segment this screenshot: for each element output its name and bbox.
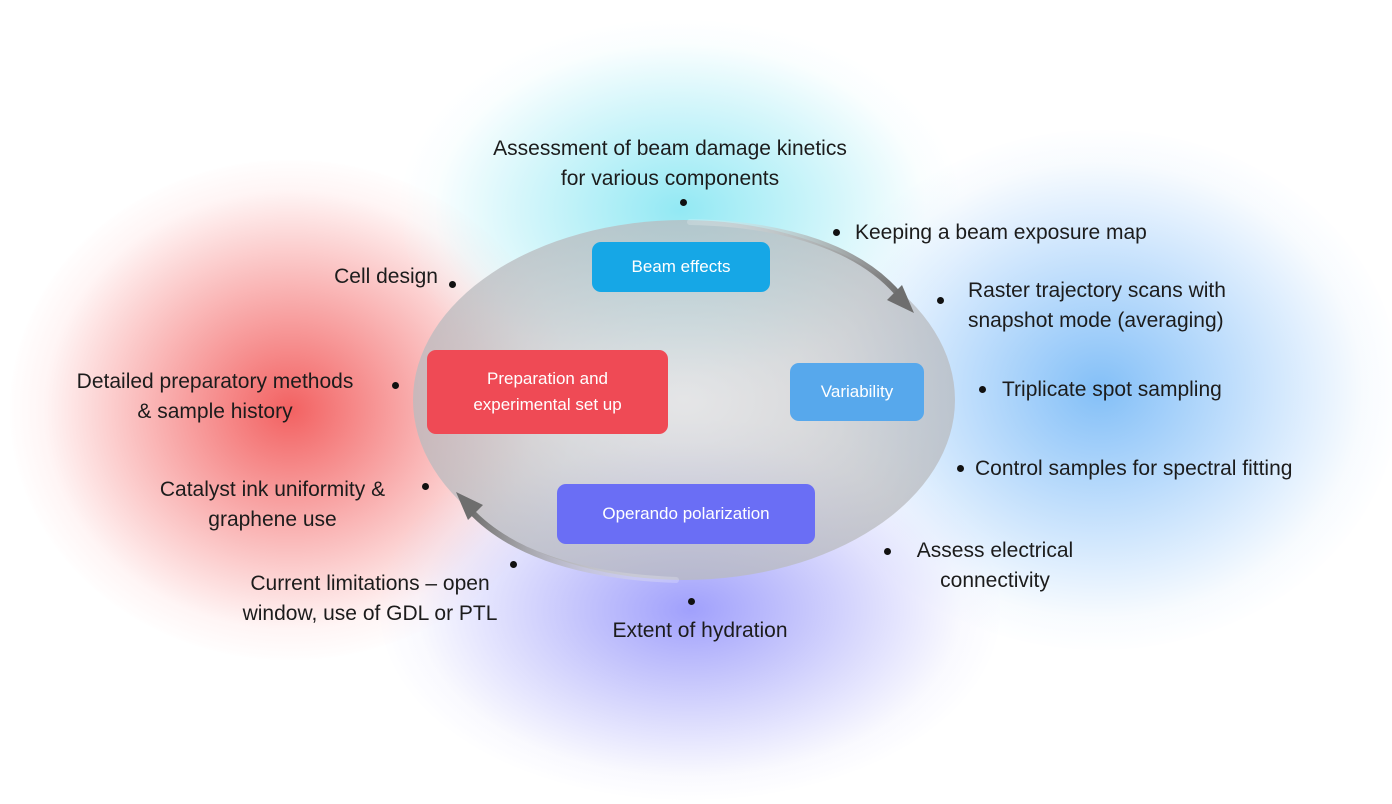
beam-effects-box: Beam effects — [592, 242, 770, 292]
bullet-dot — [957, 465, 964, 472]
hydration-label: Extent of hydration — [612, 619, 788, 642]
catalyst-line2: graphene use — [208, 508, 337, 531]
raster-label: Raster trajectory scans with snapshot mo… — [968, 276, 1226, 336]
catalyst-line1: Catalyst ink uniformity & — [159, 478, 386, 501]
bullet-dot — [510, 561, 517, 568]
electrical-label: Assess electrical connectivity — [890, 536, 1100, 596]
bullet-dot — [680, 199, 687, 206]
preparatory-line1: Detailed preparatory methods — [76, 370, 354, 393]
variability-box: Variability — [790, 363, 924, 421]
bullet-dot — [688, 598, 695, 605]
bullet-dot — [833, 229, 840, 236]
operando-label: Operando polarization — [602, 504, 770, 523]
preparatory-label: Detailed preparatory methods & sample hi… — [50, 367, 380, 427]
electrical-line2: connectivity — [940, 569, 1050, 592]
beam-damage-line1: Assessment of beam damage kinetics — [493, 137, 847, 160]
bullet-dot — [884, 548, 891, 555]
cycle-ellipse — [413, 220, 955, 580]
variability-label: Variability — [820, 382, 894, 401]
arrow-top — [687, 219, 903, 299]
beam-damage-label: Assessment of beam damage kinetics for v… — [455, 134, 885, 194]
bullet-dot — [449, 281, 456, 288]
triplicate-label: Triplicate spot sampling — [1002, 378, 1222, 401]
bullet-dot — [392, 382, 399, 389]
arrow-top-head — [887, 285, 914, 313]
bullet-dot — [979, 386, 986, 393]
current-limitations-line2: window, use of GDL or PTL — [242, 602, 498, 625]
current-limitations-label: Current limitations – open window, use o… — [215, 569, 525, 629]
bullet-dot — [937, 297, 944, 304]
operando-box: Operando polarization — [557, 484, 815, 544]
preparation-box: Preparation and experimental set up — [427, 350, 668, 434]
cell-design-label: Cell design — [334, 265, 438, 288]
electrical-line1: Assess electrical — [916, 539, 1074, 562]
beam-damage-line2: for various components — [560, 167, 780, 190]
preparatory-line2: & sample history — [137, 400, 293, 423]
arrow-bottom-head — [456, 492, 483, 520]
raster-line2: snapshot mode (averaging) — [968, 309, 1224, 332]
bullet-dot — [422, 483, 429, 490]
control-samples-label: Control samples for spectral fitting — [975, 457, 1293, 480]
exposure-map-label: Keeping a beam exposure map — [855, 221, 1147, 244]
current-limitations-line1: Current limitations – open — [250, 572, 490, 595]
catalyst-label: Catalyst ink uniformity & graphene use — [135, 475, 410, 535]
arrow-bottom — [467, 507, 679, 583]
raster-line1: Raster trajectory scans with — [968, 279, 1226, 302]
preparation-label-line1: Preparation and — [487, 369, 608, 388]
preparation-label-line2: experimental set up — [473, 395, 622, 414]
beam-effects-label: Beam effects — [631, 257, 731, 276]
